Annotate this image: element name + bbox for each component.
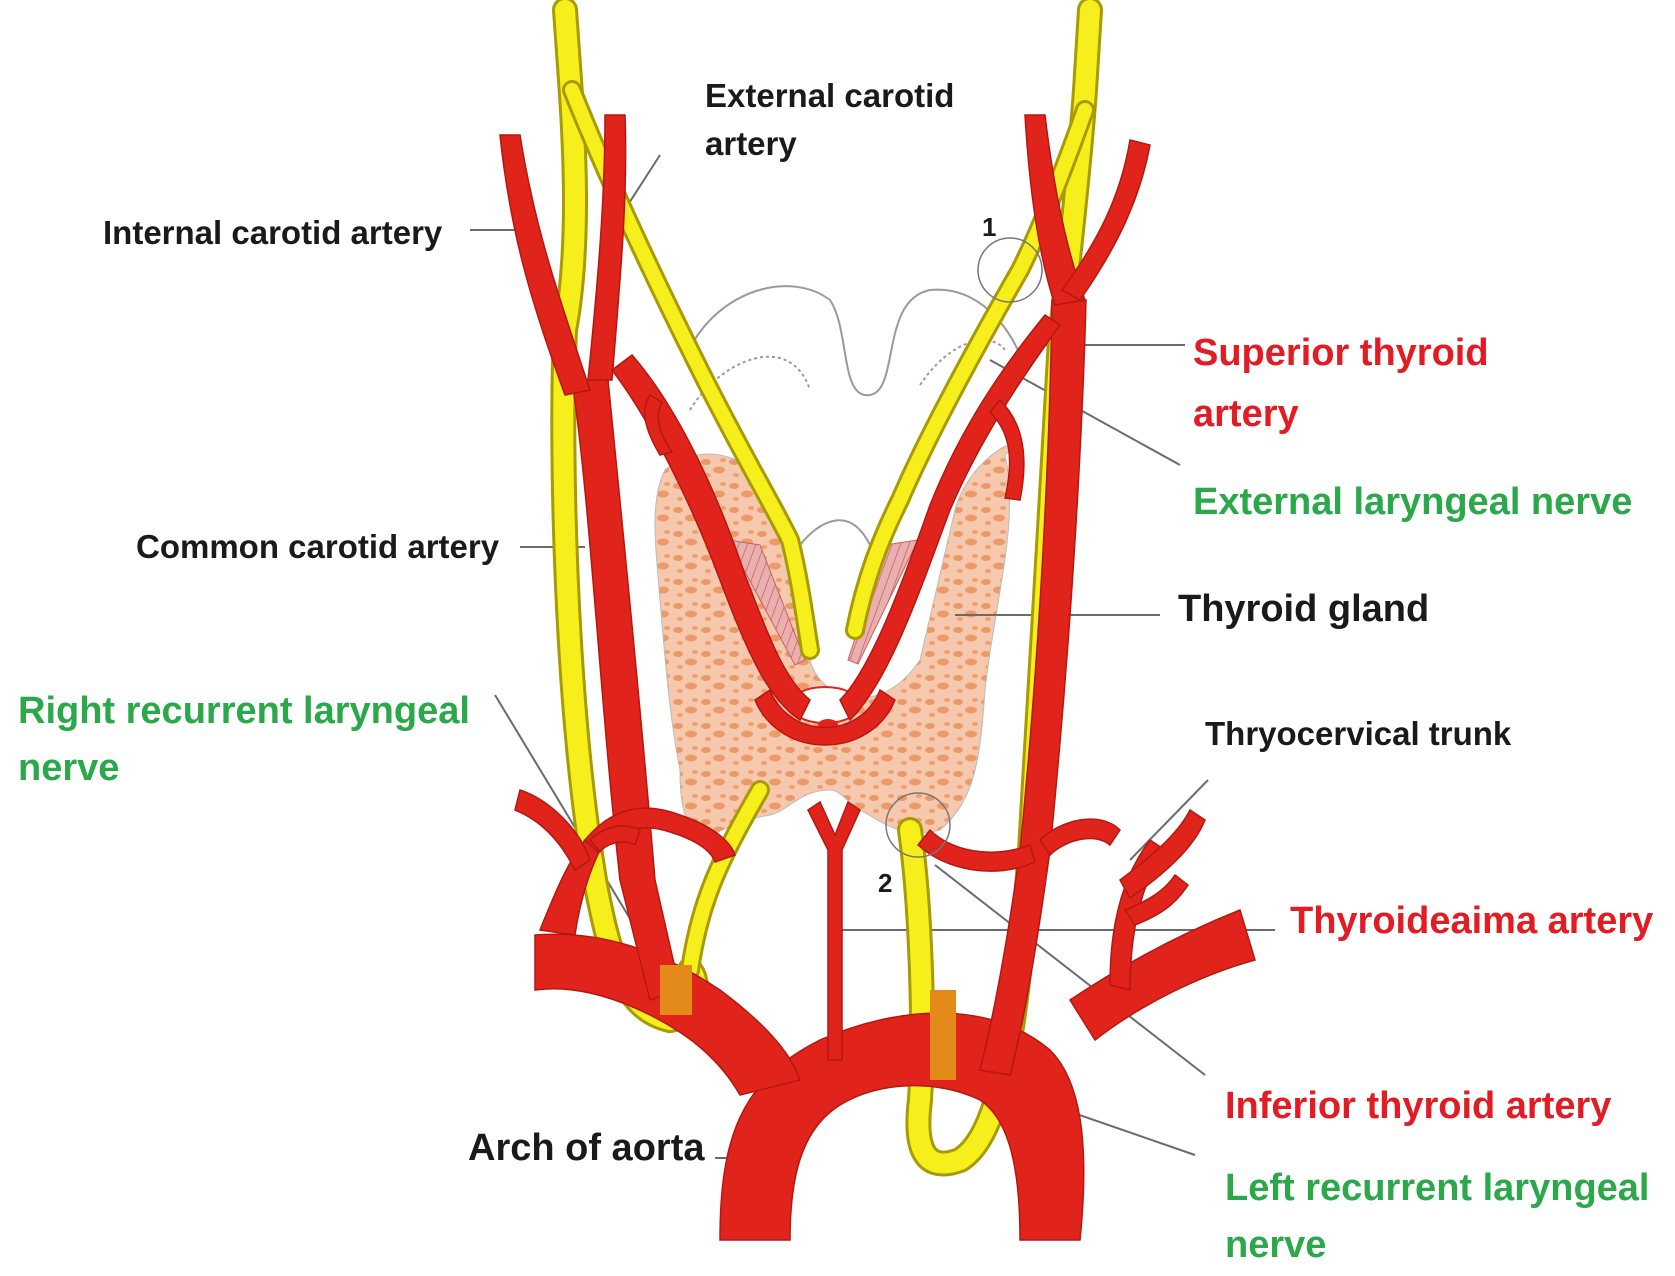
- label-superior-thyroid: Superior thyroid artery: [1193, 323, 1503, 445]
- label-common-carotid: Common carotid artery: [136, 526, 499, 569]
- label-left-recurrent: Left recurrent laryngeal nerve: [1225, 1160, 1670, 1274]
- marker-2: 2: [878, 868, 892, 899]
- label-thyroid-gland: Thyroid gland: [1178, 585, 1429, 634]
- label-thyroideaima: Thyroideaima artery: [1290, 897, 1653, 946]
- label-inferior-thyroid: Inferior thyroid artery: [1225, 1082, 1611, 1131]
- label-external-laryngeal: External laryngeal nerve: [1193, 478, 1632, 527]
- label-internal-carotid: Internal carotid artery: [103, 212, 442, 255]
- nerve-artery-overlap-right: [660, 965, 692, 1015]
- label-external-carotid: External carotid artery: [705, 72, 965, 168]
- nerve-artery-overlap-left: [930, 990, 956, 1080]
- label-right-recurrent: Right recurrent laryngeal nerve: [18, 683, 488, 797]
- label-thyrocervical: Thryocervical trunk: [1205, 713, 1511, 756]
- marker-1: 1: [982, 212, 996, 243]
- arteries: [500, 115, 1255, 1240]
- label-arch-of-aorta: Arch of aorta: [468, 1124, 704, 1173]
